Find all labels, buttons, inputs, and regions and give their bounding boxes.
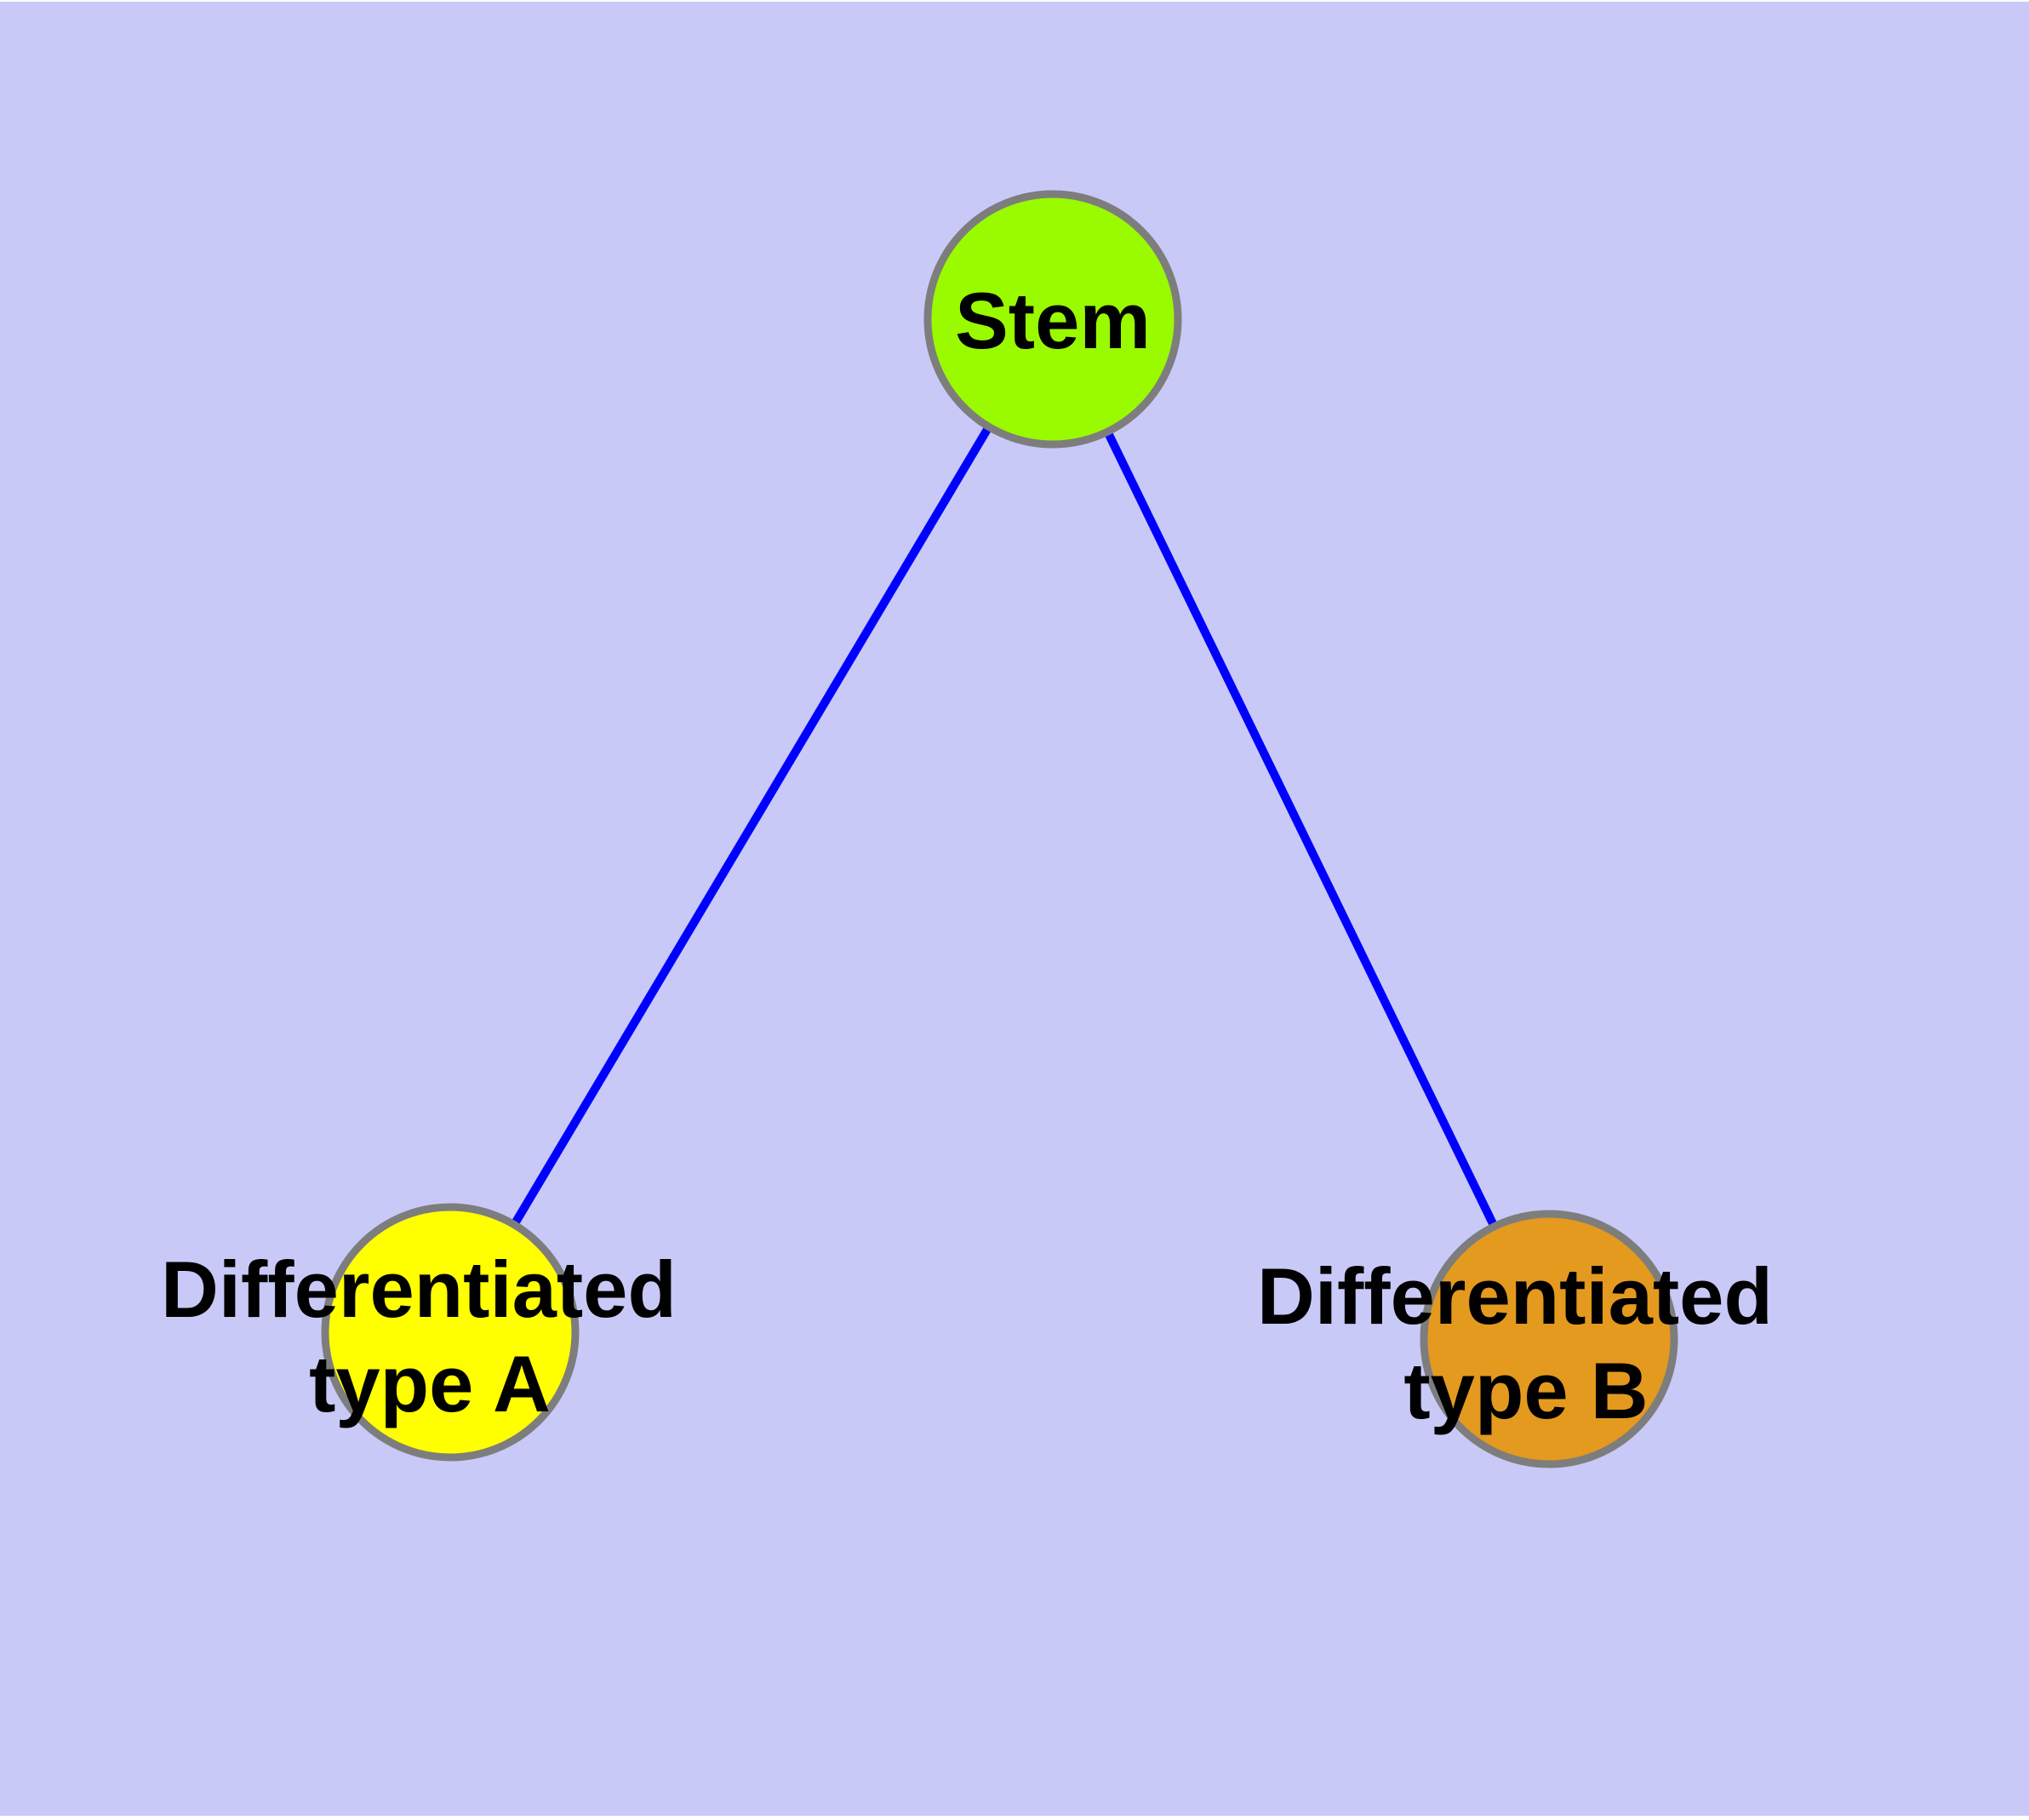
node-type-a-label: Differentiated type A [161,1245,699,1428]
node-stem [923,190,1182,449]
node-type-a-label-line1: Differentiated [161,1245,677,1334]
node-type-b-label-line2: type B [1403,1346,1648,1435]
node-type-a-label-line2: type A [309,1339,551,1428]
node-type-b-label: Differentiated type B [1257,1251,1795,1435]
node-stem-label: Stem [955,276,1151,365]
edge-stem-to-type-b [1049,317,1553,1342]
node-differentiated-type-a [321,1203,580,1462]
node-differentiated-type-b [1420,1210,1678,1468]
edge-stem-to-type-a [446,317,1057,1335]
node-type-b-label-line1: Differentiated [1257,1251,1773,1341]
